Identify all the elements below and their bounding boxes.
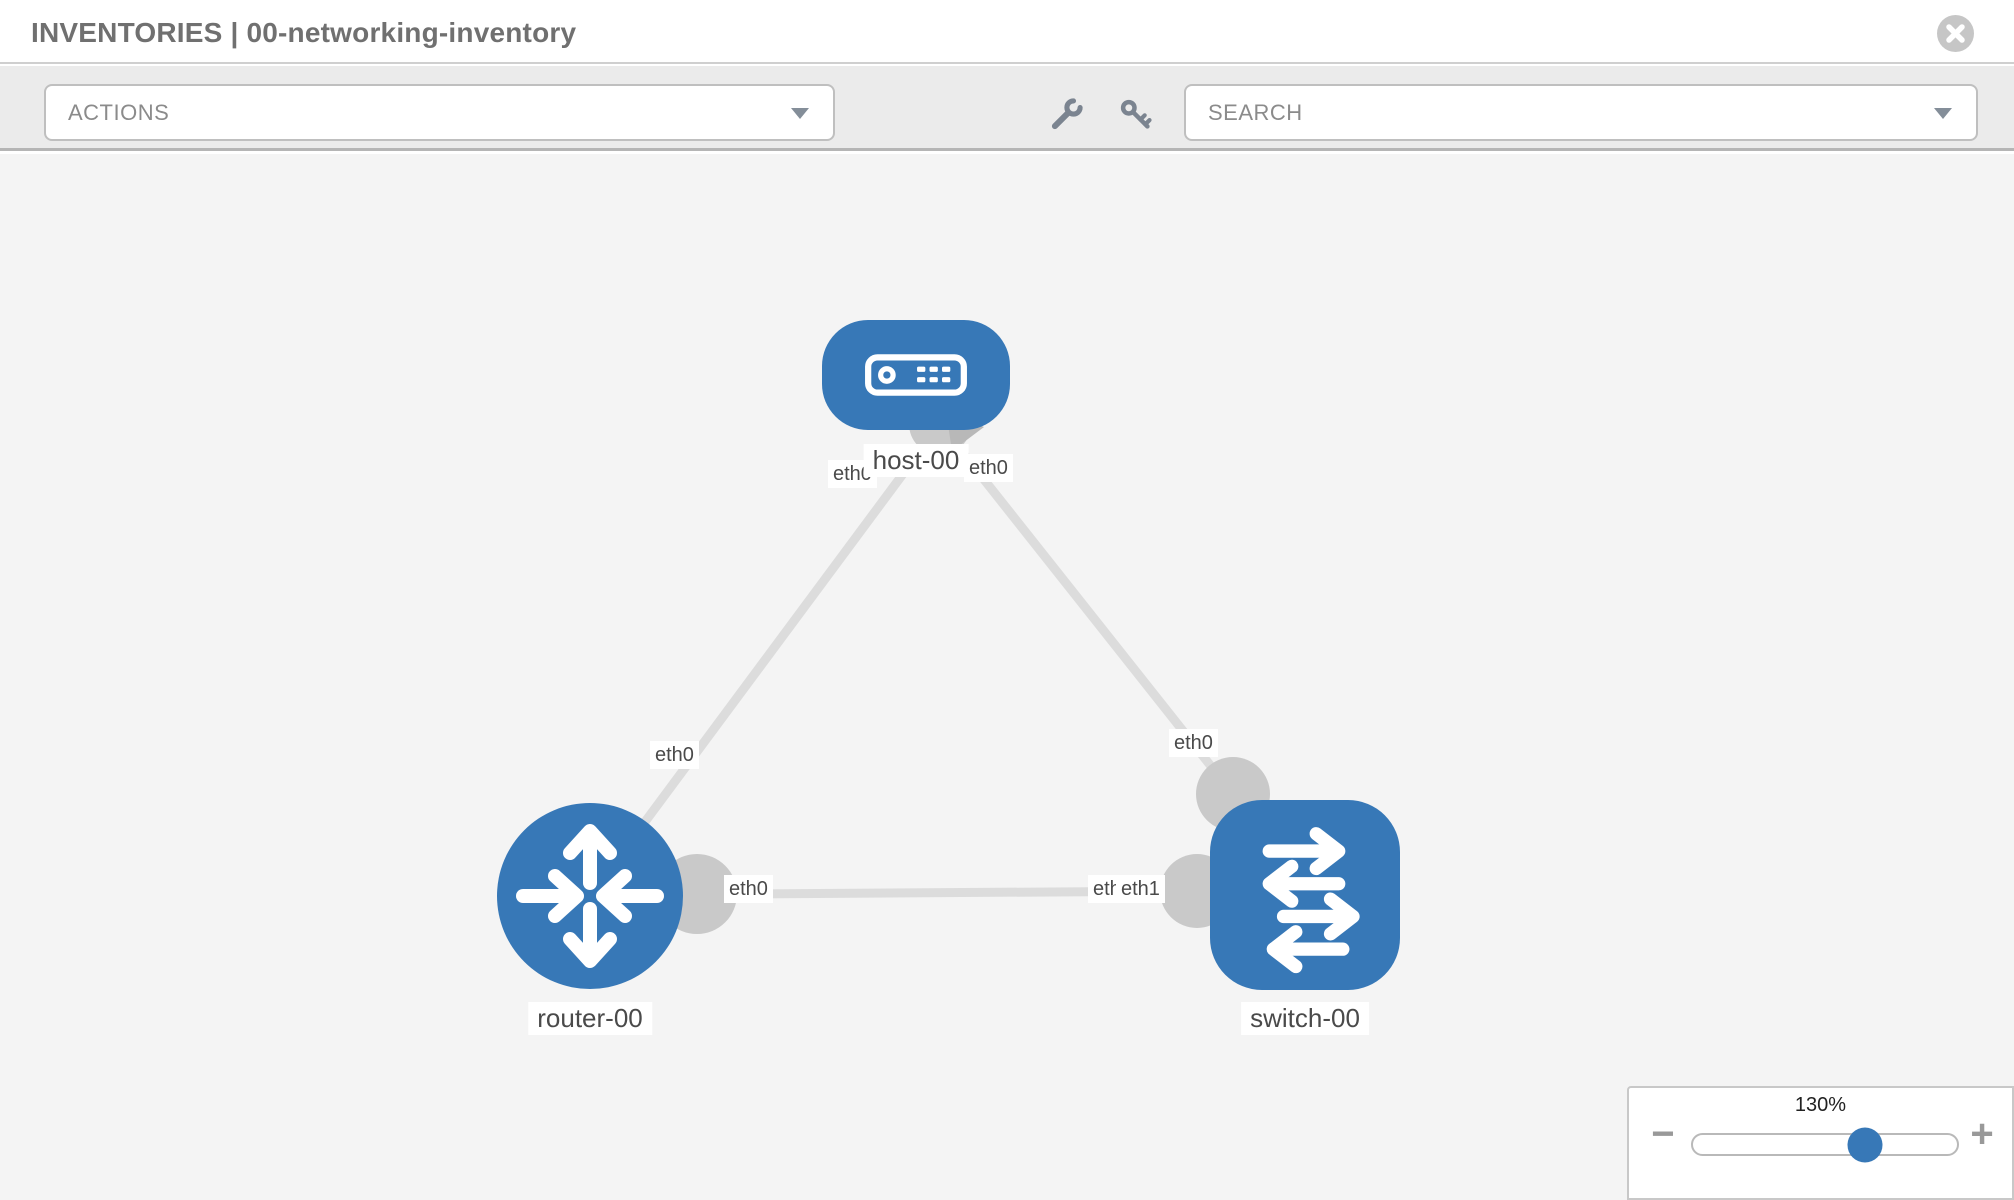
interface-label: eth0 [650,741,699,769]
node-label-router: router-00 [528,1002,652,1035]
close-button[interactable] [1937,15,1974,52]
switch-icon [1262,827,1360,974]
toolbar: ACTIONS SEARCH [0,66,2014,151]
interface-label: eth1 [1116,875,1165,903]
actions-dropdown-label: ACTIONS [68,99,170,125]
zoom-level: 130% [1794,1094,1847,1116]
zoom-out-button[interactable]: − [1641,1112,1685,1156]
key-button[interactable] [1116,96,1156,136]
search-dropdown-label: SEARCH [1208,99,1303,125]
zoom-panel: 130% − + [1627,1086,2014,1200]
topology-wires [586,393,1270,934]
zoom-slider-track[interactable] [1691,1127,1959,1162]
close-icon [1946,24,1965,43]
interface-label: eth0 [964,454,1013,482]
panel-header: INVENTORIES | 00-networking-inventory [0,0,2014,64]
search-dropdown[interactable]: SEARCH [1184,84,1978,141]
host-icon [865,354,967,396]
zoom-in-button[interactable]: + [1960,1112,2004,1156]
interface-label: eth0 [1169,729,1218,757]
node-label-switch: switch-00 [1241,1002,1369,1035]
node-switch-00[interactable] [1210,800,1400,990]
panel-title: INVENTORIES | 00-networking-inventory [31,17,577,48]
chevron-down-icon [791,107,809,119]
interface-label: eth0 [724,875,773,903]
link-host-router[interactable] [586,421,944,899]
zoom-slider-handle[interactable] [1847,1127,1883,1162]
actions-dropdown[interactable]: ACTIONS [44,84,835,141]
wrench-button[interactable] [1046,96,1086,136]
node-label-host: host-00 [863,444,969,477]
node-router-00[interactable] [497,803,683,989]
node-host-00[interactable] [822,320,1010,430]
key-icon [1120,99,1152,129]
wrench-icon [1051,97,1083,129]
topology-canvas[interactable]: eth0 host-00 eth0 eth0 eth0 eth0 eth0 et… [0,154,2014,1200]
chevron-down-icon [1934,107,1952,119]
router-icon [516,824,664,968]
